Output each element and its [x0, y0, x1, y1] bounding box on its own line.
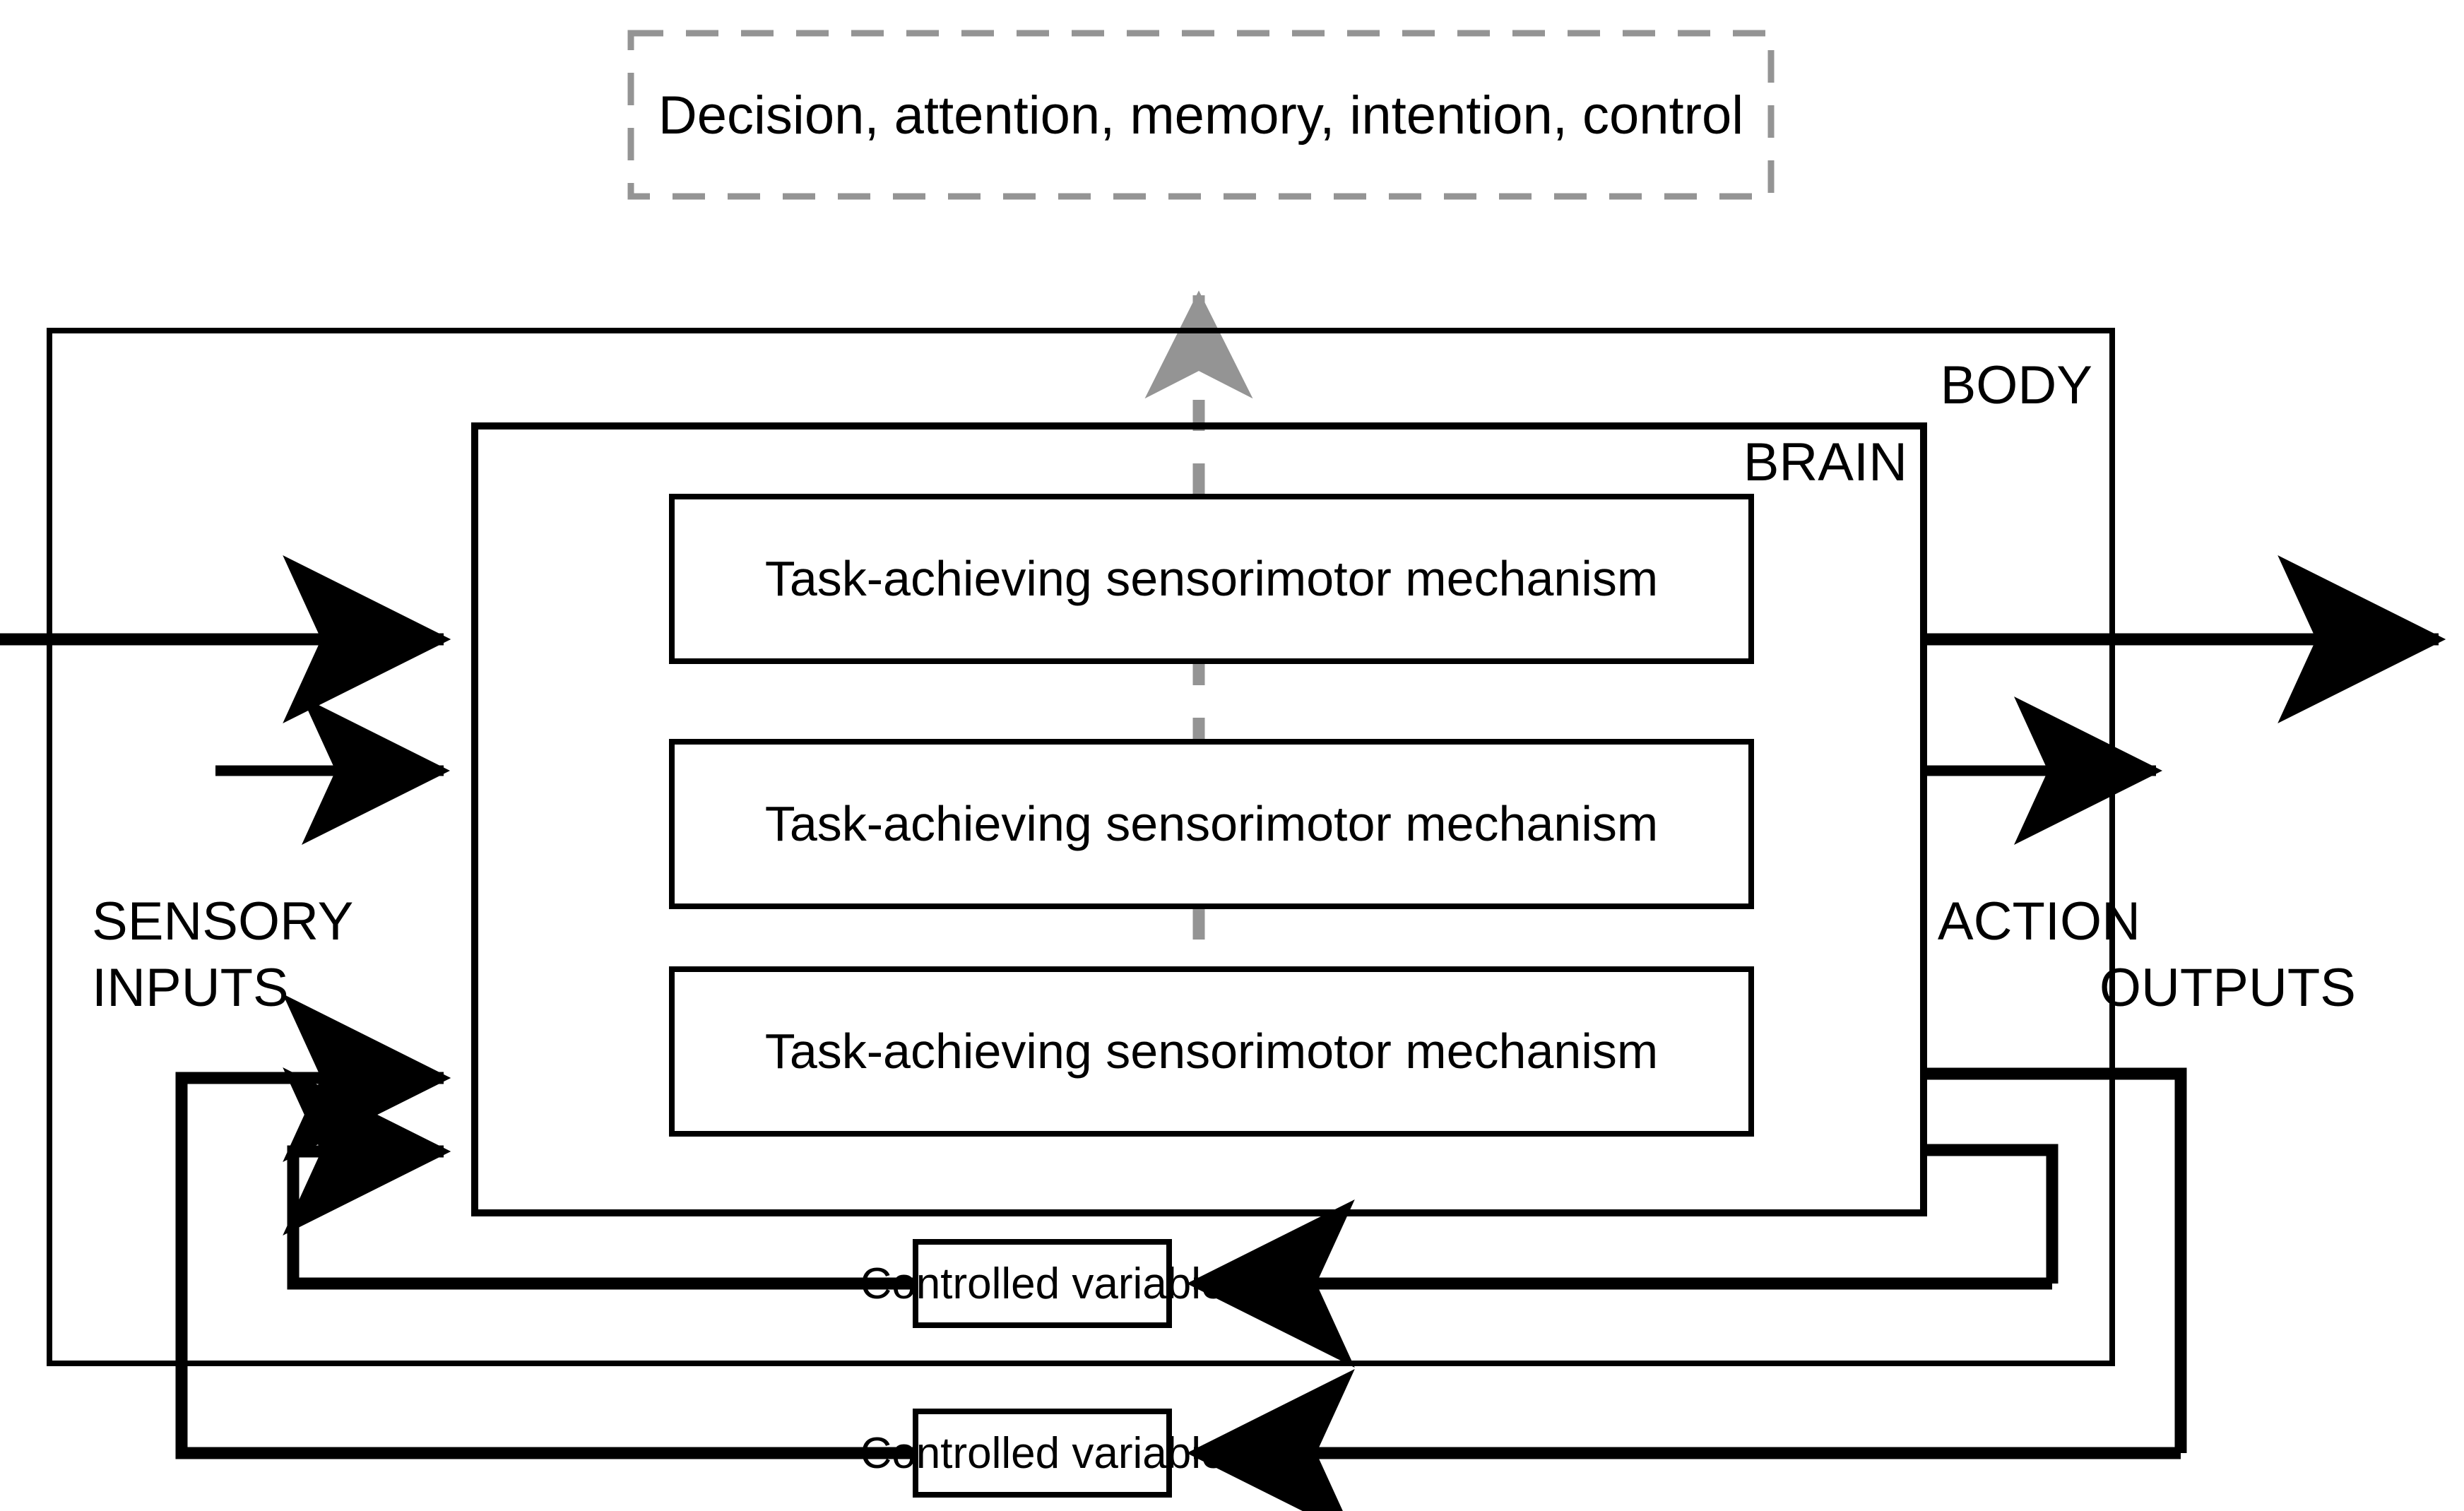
controlled-variable-box-1-label: Controlled variable	[860, 1260, 1226, 1308]
mechanism-box-2-border	[669, 739, 1754, 909]
mechanism-box-2: Task-achieving sensorimotor mechanism	[669, 739, 1754, 909]
feedback-loop-inner-right-leg	[1924, 1144, 2059, 1284]
sensory-inputs-label: SENSORY INPUTS	[92, 891, 353, 1018]
action-outputs-label: ACTION OUTPUTS	[1938, 891, 2356, 1018]
body-container: BODY	[47, 328, 2115, 1366]
mechanism-box-1: Task-achieving sensorimotor mechanism	[669, 494, 1754, 664]
feedback-loop-inner-return-leg	[283, 1067, 916, 1290]
feedback-loop-outer	[175, 994, 2187, 1511]
body-container-border	[47, 328, 2115, 1366]
brain-container-label: BRAIN	[1743, 432, 1907, 492]
cognitive-functions-box: Decision, attention, memory, intention, …	[627, 30, 1775, 200]
body-container-label: BODY	[1941, 355, 2092, 415]
controlled-variable-box-1-border	[913, 1239, 1172, 1328]
mechanism-box-3: Task-achieving sensorimotor mechanism	[669, 966, 1754, 1137]
controlled-variable-box-2: Controlled variable	[860, 1409, 1226, 1498]
controlled-variable-box-1: Controlled variable	[860, 1239, 1226, 1328]
sensory-inputs-label-line1: SENSORY	[92, 891, 353, 952]
feedback-loop-outer-return-leg	[175, 994, 916, 1459]
mechanism-box-3-label: Task-achieving sensorimotor mechanism	[765, 1024, 1658, 1079]
mechanism-box-2-label: Task-achieving sensorimotor mechanism	[765, 796, 1658, 851]
controlled-variable-box-2-label: Controlled variable	[860, 1429, 1226, 1478]
feedback-loop-outer-right-leg	[1924, 1067, 2187, 1453]
action-outputs-label-line1: ACTION	[1938, 891, 2140, 952]
mechanism-box-1-border	[669, 494, 1754, 664]
action-outputs-label-line2: OUTPUTS	[2099, 958, 2356, 1018]
cognitive-functions-label: Decision, attention, memory, intention, …	[658, 85, 1743, 146]
mechanism-box-1-label: Task-achieving sensorimotor mechanism	[765, 551, 1658, 606]
sensory-inputs-label-line2: INPUTS	[92, 958, 289, 1018]
mechanism-box-3-border	[669, 966, 1754, 1137]
controlled-variable-box-2-border	[913, 1409, 1172, 1498]
cognitive-functions-box-border	[627, 30, 1775, 200]
